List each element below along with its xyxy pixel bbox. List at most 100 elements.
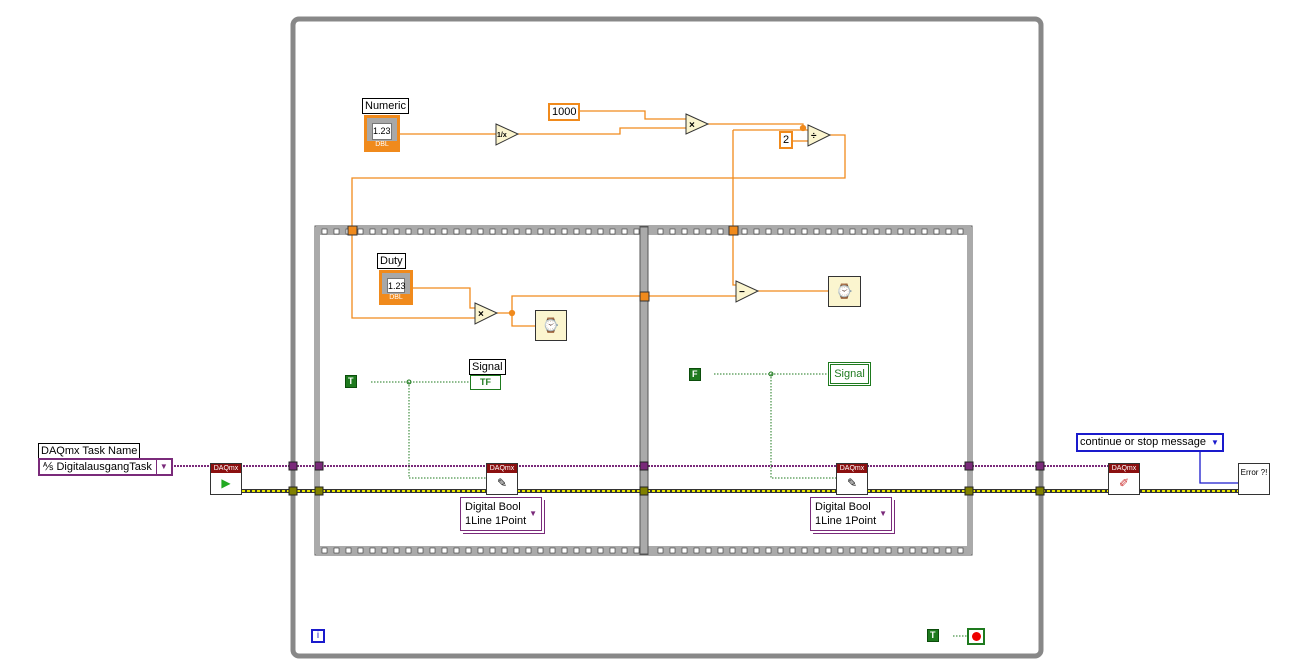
sprocket-hole bbox=[813, 228, 820, 235]
duty-value[interactable]: 1.23 bbox=[387, 278, 406, 293]
sprocket-hole bbox=[549, 547, 556, 554]
daqmx-header: DAQmx bbox=[1109, 464, 1139, 473]
write-mode-line1: Digital Bool bbox=[815, 501, 871, 513]
wait-ms-icon[interactable]: ⌚ bbox=[535, 310, 567, 341]
sprocket-hole bbox=[633, 228, 640, 235]
flat-sequence-structure[interactable] bbox=[314, 225, 973, 556]
sprocket-hole bbox=[777, 228, 784, 235]
sprocket-hole bbox=[705, 228, 712, 235]
sprocket-hole bbox=[825, 228, 832, 235]
tunnel[interactable] bbox=[314, 486, 324, 496]
tunnel[interactable] bbox=[1035, 486, 1045, 496]
tunnel[interactable] bbox=[964, 486, 974, 496]
sprocket-hole bbox=[825, 547, 832, 554]
sprocket-hole bbox=[705, 547, 712, 554]
sprocket-hole bbox=[609, 547, 616, 554]
wait-ms-icon[interactable]: ⌚ bbox=[828, 276, 861, 307]
tunnel[interactable] bbox=[1035, 461, 1045, 471]
iteration-terminal[interactable]: i bbox=[311, 629, 325, 643]
sprocket-hole bbox=[417, 228, 424, 235]
sprocket-hole bbox=[621, 547, 628, 554]
constant-2[interactable]: 2 bbox=[779, 131, 794, 149]
duty-type: DBL bbox=[382, 294, 410, 302]
dropdown-arrow-icon[interactable]: ▼ bbox=[155, 460, 171, 474]
daqmx-start-task[interactable]: DAQmx▶ bbox=[210, 463, 242, 495]
task-name-value[interactable]: DigitalausgangTask bbox=[56, 461, 152, 473]
tunnel[interactable] bbox=[314, 461, 324, 471]
true-constant[interactable]: T bbox=[345, 375, 357, 388]
sprocket-hole bbox=[753, 547, 760, 554]
sprocket-hole bbox=[501, 228, 508, 235]
task-name-control[interactable]: ⅍ DigitalausgangTask▼ bbox=[38, 458, 173, 476]
simple-error-handler[interactable]: Error ?! bbox=[1238, 463, 1270, 495]
numeric-value[interactable]: 1.23 bbox=[372, 123, 392, 140]
sprocket-hole bbox=[513, 228, 520, 235]
error-mode-enum[interactable]: continue or stop message▼ bbox=[1076, 433, 1224, 452]
daqmx-clear-task[interactable]: DAQmx✐ bbox=[1108, 463, 1140, 495]
sprocket-hole bbox=[537, 228, 544, 235]
daqmx-write[interactable]: DAQmx✎ bbox=[836, 463, 868, 495]
sprocket-hole bbox=[777, 547, 784, 554]
tunnel[interactable] bbox=[639, 486, 649, 496]
sprocket-hole bbox=[369, 228, 376, 235]
sprocket-hole bbox=[789, 547, 796, 554]
sprocket-hole bbox=[657, 228, 664, 235]
sprocket-hole bbox=[897, 228, 904, 235]
sprocket-hole bbox=[693, 547, 700, 554]
sprocket-hole bbox=[741, 547, 748, 554]
sprocket-hole bbox=[525, 547, 532, 554]
sprocket-hole bbox=[681, 228, 688, 235]
sprocket-hole bbox=[765, 228, 772, 235]
sprocket-hole bbox=[633, 547, 640, 554]
write-mode-line2: 1Line 1Point bbox=[465, 515, 527, 527]
multiply-glyph: × bbox=[478, 309, 484, 320]
sprocket-hole bbox=[693, 228, 700, 235]
tunnel[interactable] bbox=[288, 461, 298, 471]
sprocket-hole bbox=[945, 228, 952, 235]
sprocket-hole bbox=[561, 228, 568, 235]
stop-condition-terminal[interactable] bbox=[967, 628, 985, 645]
sprocket-hole bbox=[357, 228, 364, 235]
tunnel[interactable] bbox=[288, 486, 298, 496]
sprocket-hole bbox=[405, 228, 412, 235]
stop-true-constant[interactable]: T bbox=[927, 629, 939, 642]
sprocket-hole bbox=[393, 228, 400, 235]
constant-1000[interactable]: 1000 bbox=[548, 103, 581, 121]
sprocket-hole bbox=[765, 547, 772, 554]
sprocket-hole bbox=[801, 228, 808, 235]
sprocket-hole bbox=[561, 547, 568, 554]
sprocket-hole bbox=[861, 228, 868, 235]
sprocket-hole bbox=[873, 228, 880, 235]
sprocket-hole bbox=[513, 547, 520, 554]
sprocket-hole bbox=[813, 547, 820, 554]
numeric-label: Numeric bbox=[362, 98, 409, 114]
tunnel[interactable] bbox=[639, 461, 649, 471]
signal-indicator[interactable]: TF bbox=[470, 375, 501, 390]
task-icon: ⅍ bbox=[43, 461, 57, 473]
signal-local-variable[interactable]: Signal bbox=[828, 362, 871, 386]
daqmx-write[interactable]: DAQmx✎ bbox=[486, 463, 518, 495]
false-constant[interactable]: F bbox=[689, 368, 701, 381]
error-mode-value: continue or stop message bbox=[1080, 436, 1206, 448]
sprocket-hole bbox=[909, 228, 916, 235]
sprocket-hole bbox=[681, 547, 688, 554]
sprocket-hole bbox=[849, 547, 856, 554]
sprocket-hole bbox=[501, 547, 508, 554]
sprocket-hole bbox=[789, 228, 796, 235]
sprocket-hole bbox=[933, 547, 940, 554]
sprocket-hole bbox=[453, 547, 460, 554]
tunnel[interactable] bbox=[964, 461, 974, 471]
sprocket-hole bbox=[381, 228, 388, 235]
sprocket-hole bbox=[465, 228, 472, 235]
sprocket-hole bbox=[669, 228, 676, 235]
while-loop[interactable] bbox=[290, 16, 1044, 659]
sprocket-hole bbox=[429, 547, 436, 554]
sprocket-hole bbox=[945, 547, 952, 554]
sprocket-hole bbox=[465, 547, 472, 554]
sprocket-hole bbox=[489, 547, 496, 554]
sprocket-hole bbox=[861, 547, 868, 554]
